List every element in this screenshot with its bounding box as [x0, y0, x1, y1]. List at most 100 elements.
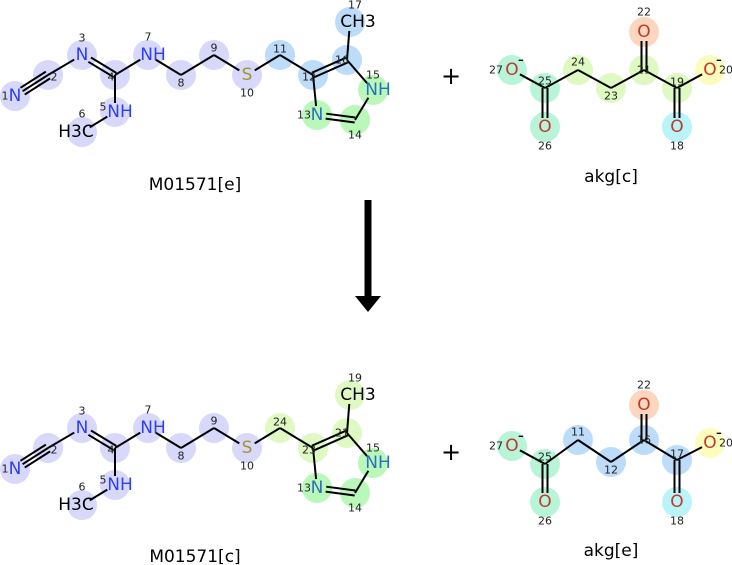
atom-highlights [0, 7, 388, 147]
bond [47, 58, 75, 76]
atom-index-26: 26 [538, 140, 552, 153]
molecule-name-m01571-e: M01571[e] [149, 175, 241, 195]
bond [643, 439, 678, 461]
bonds [19, 30, 370, 129]
atom-highlight-1 [0, 81, 30, 111]
atom-index-7: 7 [145, 31, 152, 44]
bond [114, 431, 141, 449]
atom-index-26: 26 [538, 515, 552, 528]
atom-index-9: 9 [211, 415, 218, 428]
bond [87, 433, 115, 451]
bonds [519, 41, 703, 118]
atom-index-7: 7 [145, 404, 152, 417]
bond [22, 74, 49, 93]
atom-index-10: 10 [240, 460, 254, 473]
atom-highlight-19 [335, 380, 365, 410]
bond [610, 69, 645, 89]
atom-label-19: CH3 [340, 385, 375, 405]
atom-label-26: O [538, 117, 551, 137]
bond [89, 488, 108, 502]
reaction-arrow [355, 200, 381, 312]
atom-index-15: 15 [366, 69, 380, 82]
bond [311, 429, 347, 447]
atom-index-21: 21 [637, 64, 651, 77]
bond [676, 73, 703, 89]
bond [519, 73, 546, 89]
atom-index-23: 23 [302, 444, 316, 457]
atom-index-19: 19 [670, 76, 684, 89]
bond [676, 446, 703, 461]
atom-index-17: 17 [348, 0, 362, 12]
atom-index-5: 5 [100, 101, 107, 114]
atom-highlight-10 [232, 60, 262, 90]
atom-label-27: O [505, 436, 518, 456]
atom-highlight-7 [133, 413, 163, 443]
bond [326, 112, 356, 119]
bond [114, 58, 141, 76]
bond [312, 74, 318, 107]
molecule-name-akg-c: akg[c] [584, 167, 638, 187]
atom-highlights [497, 17, 725, 142]
atom-index-17: 17 [670, 448, 684, 461]
atom-label-7: NH [140, 45, 166, 65]
atom-index-22: 22 [637, 6, 651, 19]
atom-highlight-26 [530, 487, 560, 517]
atom-label-22: O [637, 22, 650, 42]
atom-label-15: NH [365, 80, 391, 100]
atom-label-22: O [637, 395, 650, 415]
atom-highlight-22 [629, 390, 659, 420]
bond [346, 432, 368, 457]
bond [22, 447, 49, 466]
molecule-m01571_e: N12N34NH5H3C6NH789S101112N1314NH1516CH31… [0, 0, 391, 147]
atom-label-1: N [9, 459, 22, 479]
atom-highlight-27 [497, 55, 527, 85]
atom-label-18: O [670, 492, 683, 512]
atom-highlight-20 [695, 55, 725, 85]
atom-highlight-7 [133, 40, 163, 70]
atom-index-4: 4 [108, 444, 115, 457]
bond [254, 427, 281, 445]
atom-index-2: 2 [51, 444, 58, 457]
bond [325, 117, 355, 124]
bond [180, 54, 215, 76]
bonds [519, 414, 703, 493]
atom-index-4: 4 [108, 71, 115, 84]
bond [47, 431, 75, 449]
atom-index-20: 20 [719, 437, 732, 450]
atom-index-25: 25 [538, 75, 552, 88]
atom-index-10: 10 [240, 87, 254, 100]
atom-label-5: NH [107, 475, 133, 495]
atom-index-1: 1 [2, 463, 9, 476]
atom-index-6: 6 [79, 108, 86, 121]
bond [577, 69, 612, 89]
atom-index-18: 18 [670, 140, 684, 153]
atom-label-10: S [242, 438, 253, 458]
bond [643, 69, 678, 89]
atom-index-6: 6 [79, 481, 86, 494]
atom-index-13: 13 [297, 109, 311, 122]
atom-highlight-27 [497, 431, 527, 461]
bond [279, 54, 314, 76]
atom-label-10: S [242, 65, 253, 85]
atom-label-3: N [76, 45, 89, 65]
bond [354, 470, 370, 494]
atom-label-13: N [311, 105, 324, 125]
atom-index-3: 3 [79, 32, 86, 45]
atom-label-27: O [505, 60, 518, 80]
atom-label-18: O [670, 117, 683, 137]
bond [354, 97, 370, 121]
atom-label-26: O [538, 492, 551, 512]
atom-label-1: N [9, 86, 22, 106]
atom-index-20: 20 [719, 64, 732, 77]
atom-label-3: N [76, 418, 89, 438]
charge-20: - [716, 423, 722, 443]
atom-highlight-20 [695, 428, 725, 458]
atom-highlight-26 [530, 112, 560, 142]
bond [19, 443, 47, 462]
atom-index-27: 27 [489, 440, 503, 453]
bond [254, 54, 281, 72]
